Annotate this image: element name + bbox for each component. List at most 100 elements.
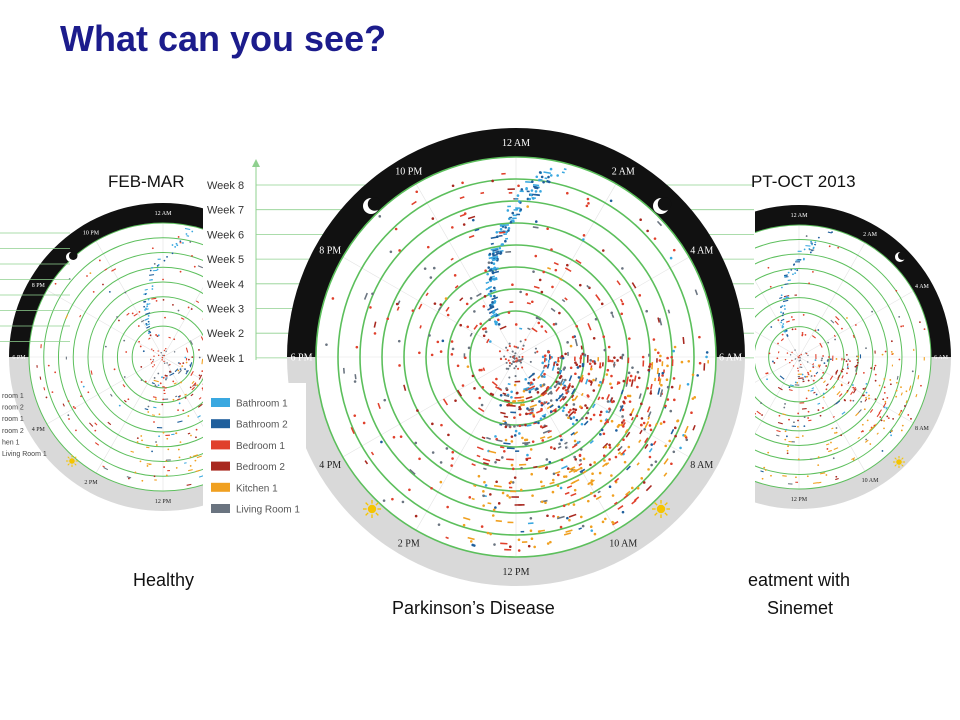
activity-segment — [425, 292, 429, 297]
activity-segment — [597, 357, 600, 362]
activity-dot — [146, 305, 149, 308]
activity-segment — [616, 280, 621, 286]
sun-icon — [652, 500, 670, 518]
center-event — [806, 361, 809, 363]
activity-dot — [89, 272, 92, 274]
activity-dot — [874, 398, 877, 401]
week-label: Week 8 — [207, 180, 244, 192]
activity-dot — [803, 416, 806, 418]
activity-dot — [636, 486, 640, 490]
activity-dot — [652, 338, 656, 341]
activity-dot — [822, 396, 825, 399]
activity-dot — [131, 312, 134, 315]
activity-dot — [599, 419, 603, 423]
activity-dot — [846, 389, 849, 392]
activity-segment — [657, 387, 661, 395]
activity-segment — [658, 317, 663, 326]
activity-segment — [162, 398, 169, 400]
activity-segment — [154, 479, 157, 481]
slide-title: What can you see? — [60, 18, 387, 59]
activity-dot — [118, 319, 120, 322]
activity-dot — [325, 343, 328, 346]
activity-segment — [788, 389, 793, 392]
activity-dot — [585, 204, 589, 208]
activity-dot — [518, 413, 522, 416]
activity-dot — [430, 353, 434, 357]
legend-fragment: room 2 — [2, 428, 24, 435]
activity-dot — [907, 414, 910, 416]
activity-dot — [579, 466, 583, 470]
activity-segment — [185, 357, 188, 361]
activity-segment — [642, 360, 645, 367]
activity-dot — [193, 265, 196, 268]
activity-segment — [373, 321, 377, 328]
activity-dot — [610, 374, 613, 378]
activity-segment — [797, 376, 801, 378]
activity-dot — [814, 329, 817, 332]
activity-dot — [809, 251, 812, 254]
activity-segment — [514, 380, 521, 383]
activity-segment — [445, 306, 450, 312]
activity-segment — [494, 484, 502, 488]
activity-dot — [408, 488, 411, 492]
activity-dot — [68, 418, 70, 420]
activity-dot — [805, 235, 808, 237]
center-event — [498, 350, 501, 353]
activity-segment — [459, 196, 465, 200]
activity-dot — [796, 269, 799, 272]
activity-dot — [903, 405, 906, 407]
activity-dot — [883, 391, 886, 394]
activity-dot — [628, 337, 631, 340]
activity-dot — [666, 398, 670, 401]
activity-dot — [198, 349, 200, 351]
activity-dot — [569, 417, 573, 420]
activity-dot — [604, 445, 608, 449]
activity-segment — [547, 359, 550, 363]
activity-dot — [923, 328, 926, 331]
activity-segment — [500, 542, 508, 545]
activity-segment — [541, 389, 548, 395]
activity-dot — [98, 259, 101, 262]
activity-segment — [89, 422, 94, 427]
activity-dot — [560, 438, 563, 442]
activity-segment — [760, 470, 764, 473]
activity-segment — [437, 306, 442, 311]
center-event — [508, 345, 511, 348]
activity-segment — [905, 400, 908, 404]
legend-label: Bathroom 2 — [236, 420, 288, 431]
activity-segment — [167, 470, 170, 472]
activity-segment — [784, 276, 789, 278]
activity-dot — [529, 517, 533, 520]
activity-dot — [535, 186, 539, 190]
activity-dot — [551, 490, 555, 494]
activity-dot — [473, 310, 476, 313]
activity-dot — [673, 345, 677, 349]
activity-dot — [811, 249, 813, 252]
center-event — [515, 357, 518, 360]
activity-dot — [177, 309, 180, 312]
activity-segment — [831, 427, 834, 430]
activity-segment — [836, 390, 841, 396]
activity-segment — [544, 329, 548, 334]
activity-segment — [898, 410, 902, 416]
activity-dot — [845, 353, 848, 356]
activity-dot — [811, 243, 813, 246]
activity-segment — [469, 332, 473, 337]
activity-dot — [666, 385, 670, 389]
activity-segment — [558, 277, 563, 281]
activity-segment — [502, 423, 510, 426]
activity-dot — [541, 361, 544, 365]
activity-segment — [647, 411, 652, 418]
activity-segment — [613, 361, 616, 368]
activity-segment — [568, 375, 573, 382]
activity-segment — [555, 380, 560, 387]
activity-dot — [462, 523, 466, 527]
activity-segment — [539, 369, 545, 377]
activity-segment — [191, 380, 195, 385]
activity-segment — [526, 424, 532, 427]
activity-segment — [614, 477, 620, 483]
activity-segment — [670, 428, 675, 435]
activity-dot — [493, 294, 496, 298]
activity-dot — [67, 414, 70, 417]
activity-segment — [463, 516, 471, 521]
